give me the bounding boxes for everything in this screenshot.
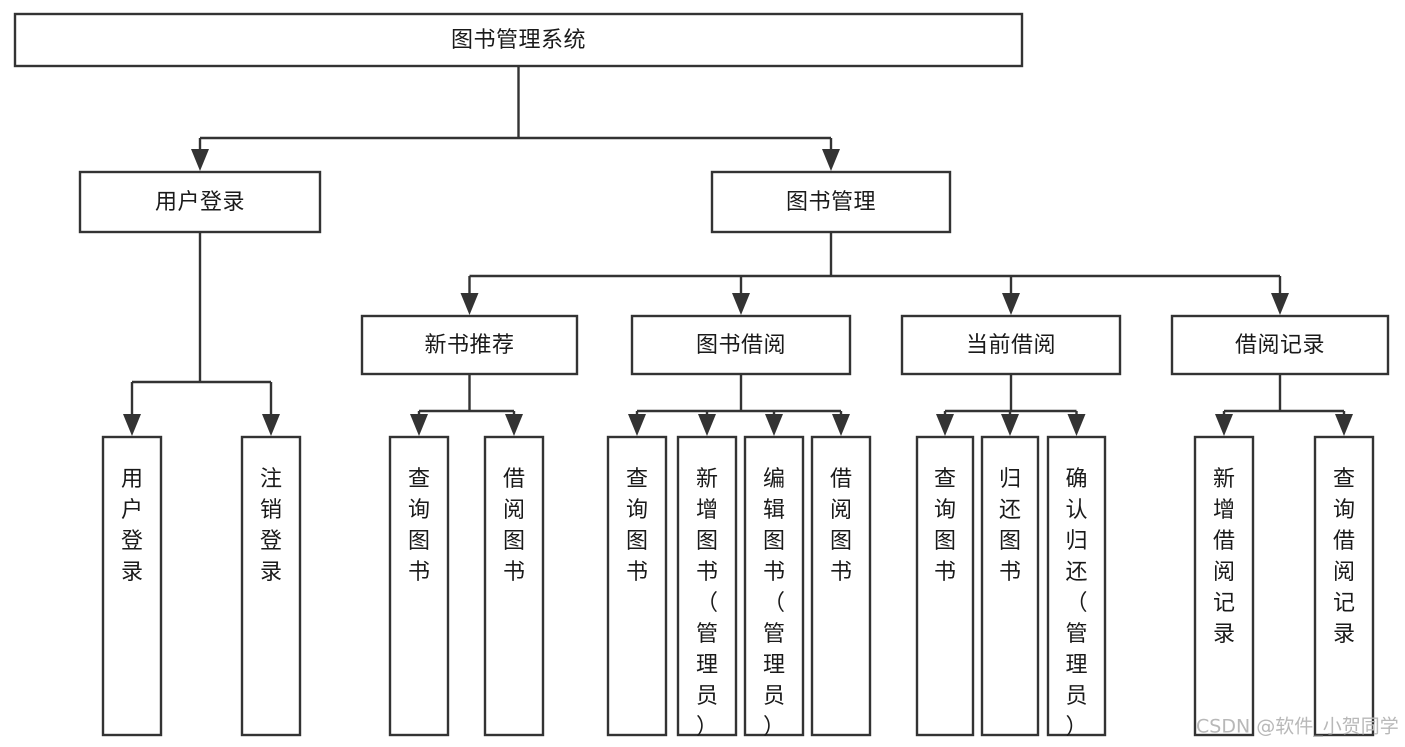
node-leaf-confirm-return[interactable]: 确认归还（管理员） bbox=[1046, 435, 1107, 740]
arrow-head-icon bbox=[628, 414, 646, 436]
arrow-head-icon bbox=[1067, 414, 1086, 436]
node-leaf-borrow-book-rec[interactable]: 借阅图书 bbox=[483, 435, 545, 737]
arrow-head-icon bbox=[698, 414, 716, 436]
arrow-head-icon bbox=[123, 414, 141, 436]
arrow-head-icon bbox=[1001, 414, 1019, 436]
node-label: 注销登录 bbox=[260, 467, 282, 585]
node-leaf-edit-book[interactable]: 编辑图书（管理员） bbox=[743, 435, 805, 740]
node-label: 当前借阅 bbox=[966, 333, 1056, 358]
node-box[interactable] bbox=[743, 435, 805, 737]
node-box[interactable] bbox=[606, 435, 668, 737]
node-borrow-record[interactable]: 借阅记录 bbox=[1170, 314, 1390, 376]
node-box[interactable] bbox=[1193, 435, 1255, 737]
node-new-book-recommend[interactable]: 新书推荐 bbox=[360, 314, 579, 376]
node-label: 图书管理 bbox=[786, 190, 876, 215]
node-label: 新增图书（管理员） bbox=[696, 467, 718, 740]
node-leaf-add-book[interactable]: 新增图书（管理员） bbox=[676, 435, 738, 740]
arrow-head-icon bbox=[1271, 293, 1289, 315]
node-leaf-query-book-cur[interactable]: 查询图书 bbox=[915, 435, 975, 737]
arrow-head-icon bbox=[936, 414, 954, 436]
node-box[interactable] bbox=[915, 435, 975, 737]
node-box[interactable] bbox=[13, 12, 1024, 68]
node-current-borrow[interactable]: 当前借阅 bbox=[900, 314, 1122, 376]
node-leaf-borrow-book-bor[interactable]: 借阅图书 bbox=[810, 435, 872, 737]
arrow-head-icon bbox=[1335, 414, 1353, 436]
node-box[interactable] bbox=[78, 170, 322, 234]
arrow-head-icon bbox=[1215, 414, 1233, 436]
node-box[interactable] bbox=[710, 170, 952, 234]
node-box[interactable] bbox=[1170, 314, 1390, 376]
node-box[interactable] bbox=[900, 314, 1122, 376]
node-box[interactable] bbox=[360, 314, 579, 376]
arrow-head-icon bbox=[410, 414, 428, 436]
node-user-login[interactable]: 用户登录 bbox=[78, 170, 322, 234]
arrow-head-icon bbox=[191, 149, 209, 171]
node-label: 用户登录 bbox=[121, 467, 143, 585]
node-label: 查询图书 bbox=[408, 467, 430, 585]
connector-layer bbox=[123, 66, 1353, 436]
node-box[interactable] bbox=[1046, 435, 1107, 737]
node-label: 查询图书 bbox=[934, 467, 956, 585]
node-leaf-query-record[interactable]: 查询借阅记录 bbox=[1313, 435, 1375, 737]
node-box[interactable] bbox=[388, 435, 450, 737]
node-label: 图书借阅 bbox=[696, 333, 786, 358]
node-leaf-query-book-bor[interactable]: 查询图书 bbox=[606, 435, 668, 737]
arrow-head-icon bbox=[460, 293, 479, 315]
node-label: 查询图书 bbox=[626, 467, 648, 585]
arrow-head-icon bbox=[1002, 293, 1020, 315]
node-leaf-logout[interactable]: 注销登录 bbox=[240, 435, 302, 737]
arrow-head-icon bbox=[832, 414, 850, 436]
arrow-head-icon bbox=[732, 293, 750, 315]
arrow-head-icon bbox=[765, 414, 783, 436]
node-label: 新增借阅记录 bbox=[1213, 467, 1235, 647]
node-label: 确认归还（管理员） bbox=[1065, 467, 1087, 740]
node-box[interactable] bbox=[483, 435, 545, 737]
node-leaf-add-record[interactable]: 新增借阅记录 bbox=[1193, 435, 1255, 737]
node-label: 图书管理系统 bbox=[451, 28, 586, 53]
node-label: 借阅记录 bbox=[1235, 333, 1325, 358]
node-book-borrow[interactable]: 图书借阅 bbox=[630, 314, 852, 376]
node-leaf-return-book[interactable]: 归还图书 bbox=[980, 435, 1040, 737]
node-box[interactable] bbox=[980, 435, 1040, 737]
node-label: 查询借阅记录 bbox=[1333, 467, 1355, 647]
node-box[interactable] bbox=[810, 435, 872, 737]
node-leaf-user-login[interactable]: 用户登录 bbox=[101, 435, 163, 737]
csdn-watermark: CSDN @软件_小贺同学 bbox=[1196, 716, 1399, 738]
node-label: 借阅图书 bbox=[503, 467, 525, 585]
arrow-head-icon bbox=[262, 414, 280, 436]
node-box[interactable] bbox=[1313, 435, 1375, 737]
arrow-head-icon bbox=[505, 414, 523, 436]
node-box[interactable] bbox=[240, 435, 302, 737]
node-label: 新书推荐 bbox=[424, 333, 514, 358]
arrow-head-icon bbox=[822, 149, 840, 171]
node-book-manage[interactable]: 图书管理 bbox=[710, 170, 952, 234]
node-root[interactable]: 图书管理系统 bbox=[13, 12, 1024, 68]
node-box[interactable] bbox=[101, 435, 163, 737]
node-label: 编辑图书（管理员） bbox=[763, 467, 785, 740]
node-label: 借阅图书 bbox=[830, 467, 852, 585]
node-box[interactable] bbox=[676, 435, 738, 737]
node-label: 归还图书 bbox=[999, 467, 1021, 585]
node-label: 用户登录 bbox=[155, 190, 245, 215]
node-leaf-query-book-rec[interactable]: 查询图书 bbox=[388, 435, 450, 737]
node-box[interactable] bbox=[630, 314, 852, 376]
node-layer: 图书管理系统用户登录图书管理新书推荐图书借阅当前借阅借阅记录用户登录注销登录查询… bbox=[13, 12, 1390, 740]
